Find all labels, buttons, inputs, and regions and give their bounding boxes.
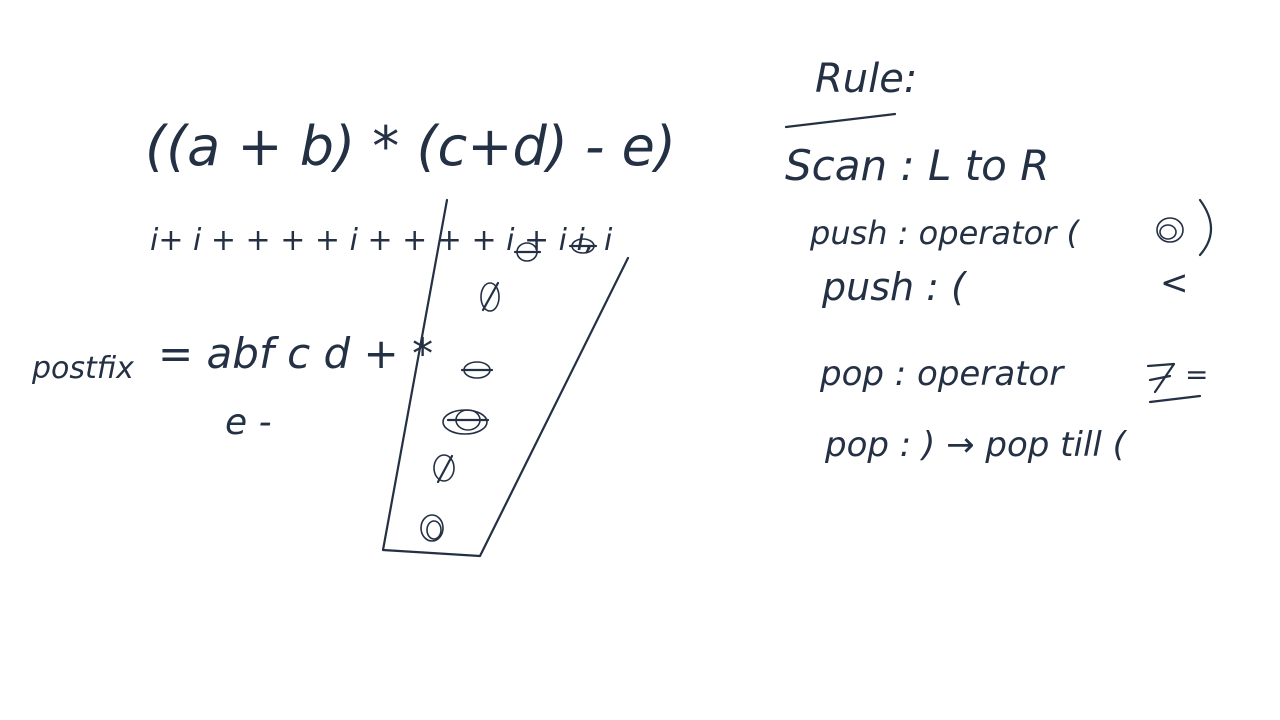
postfix-line-2: e - (225, 402, 272, 443)
rule-pop-operator-scribble (1146, 362, 1202, 404)
rules-panel: Rule: Scan : L to R push : operator ( pu… (784, 56, 1212, 465)
rules-title-underline (784, 112, 897, 129)
rule-push-operator-scribble (1156, 198, 1212, 257)
less-than-symbol: < (1160, 263, 1189, 303)
stack-drawing (381, 198, 630, 558)
infix-expression: ((a + b) * (c+d) - e) (145, 115, 676, 178)
rule-push-paren: push : ( (821, 265, 968, 309)
rule-scan: Scan : L to R (785, 141, 1049, 190)
postfix-label: postfix (31, 351, 134, 386)
rule-pop-operator: pop : operator (819, 354, 1065, 394)
stack-outline (381, 198, 630, 558)
rules-title: Rule: (815, 56, 917, 102)
stack-crossed-entries (420, 238, 598, 542)
postfix-line-1: = abf c d + * (158, 329, 433, 378)
rule-pop-paren: pop : ) → pop till ( (824, 425, 1128, 465)
greater-or-equal-symbol: = (1185, 358, 1208, 391)
token-marks: i+ i + + + + i + + + + i + i i, i (150, 223, 613, 258)
rule-push-operator: push : operator ( (809, 214, 1080, 252)
